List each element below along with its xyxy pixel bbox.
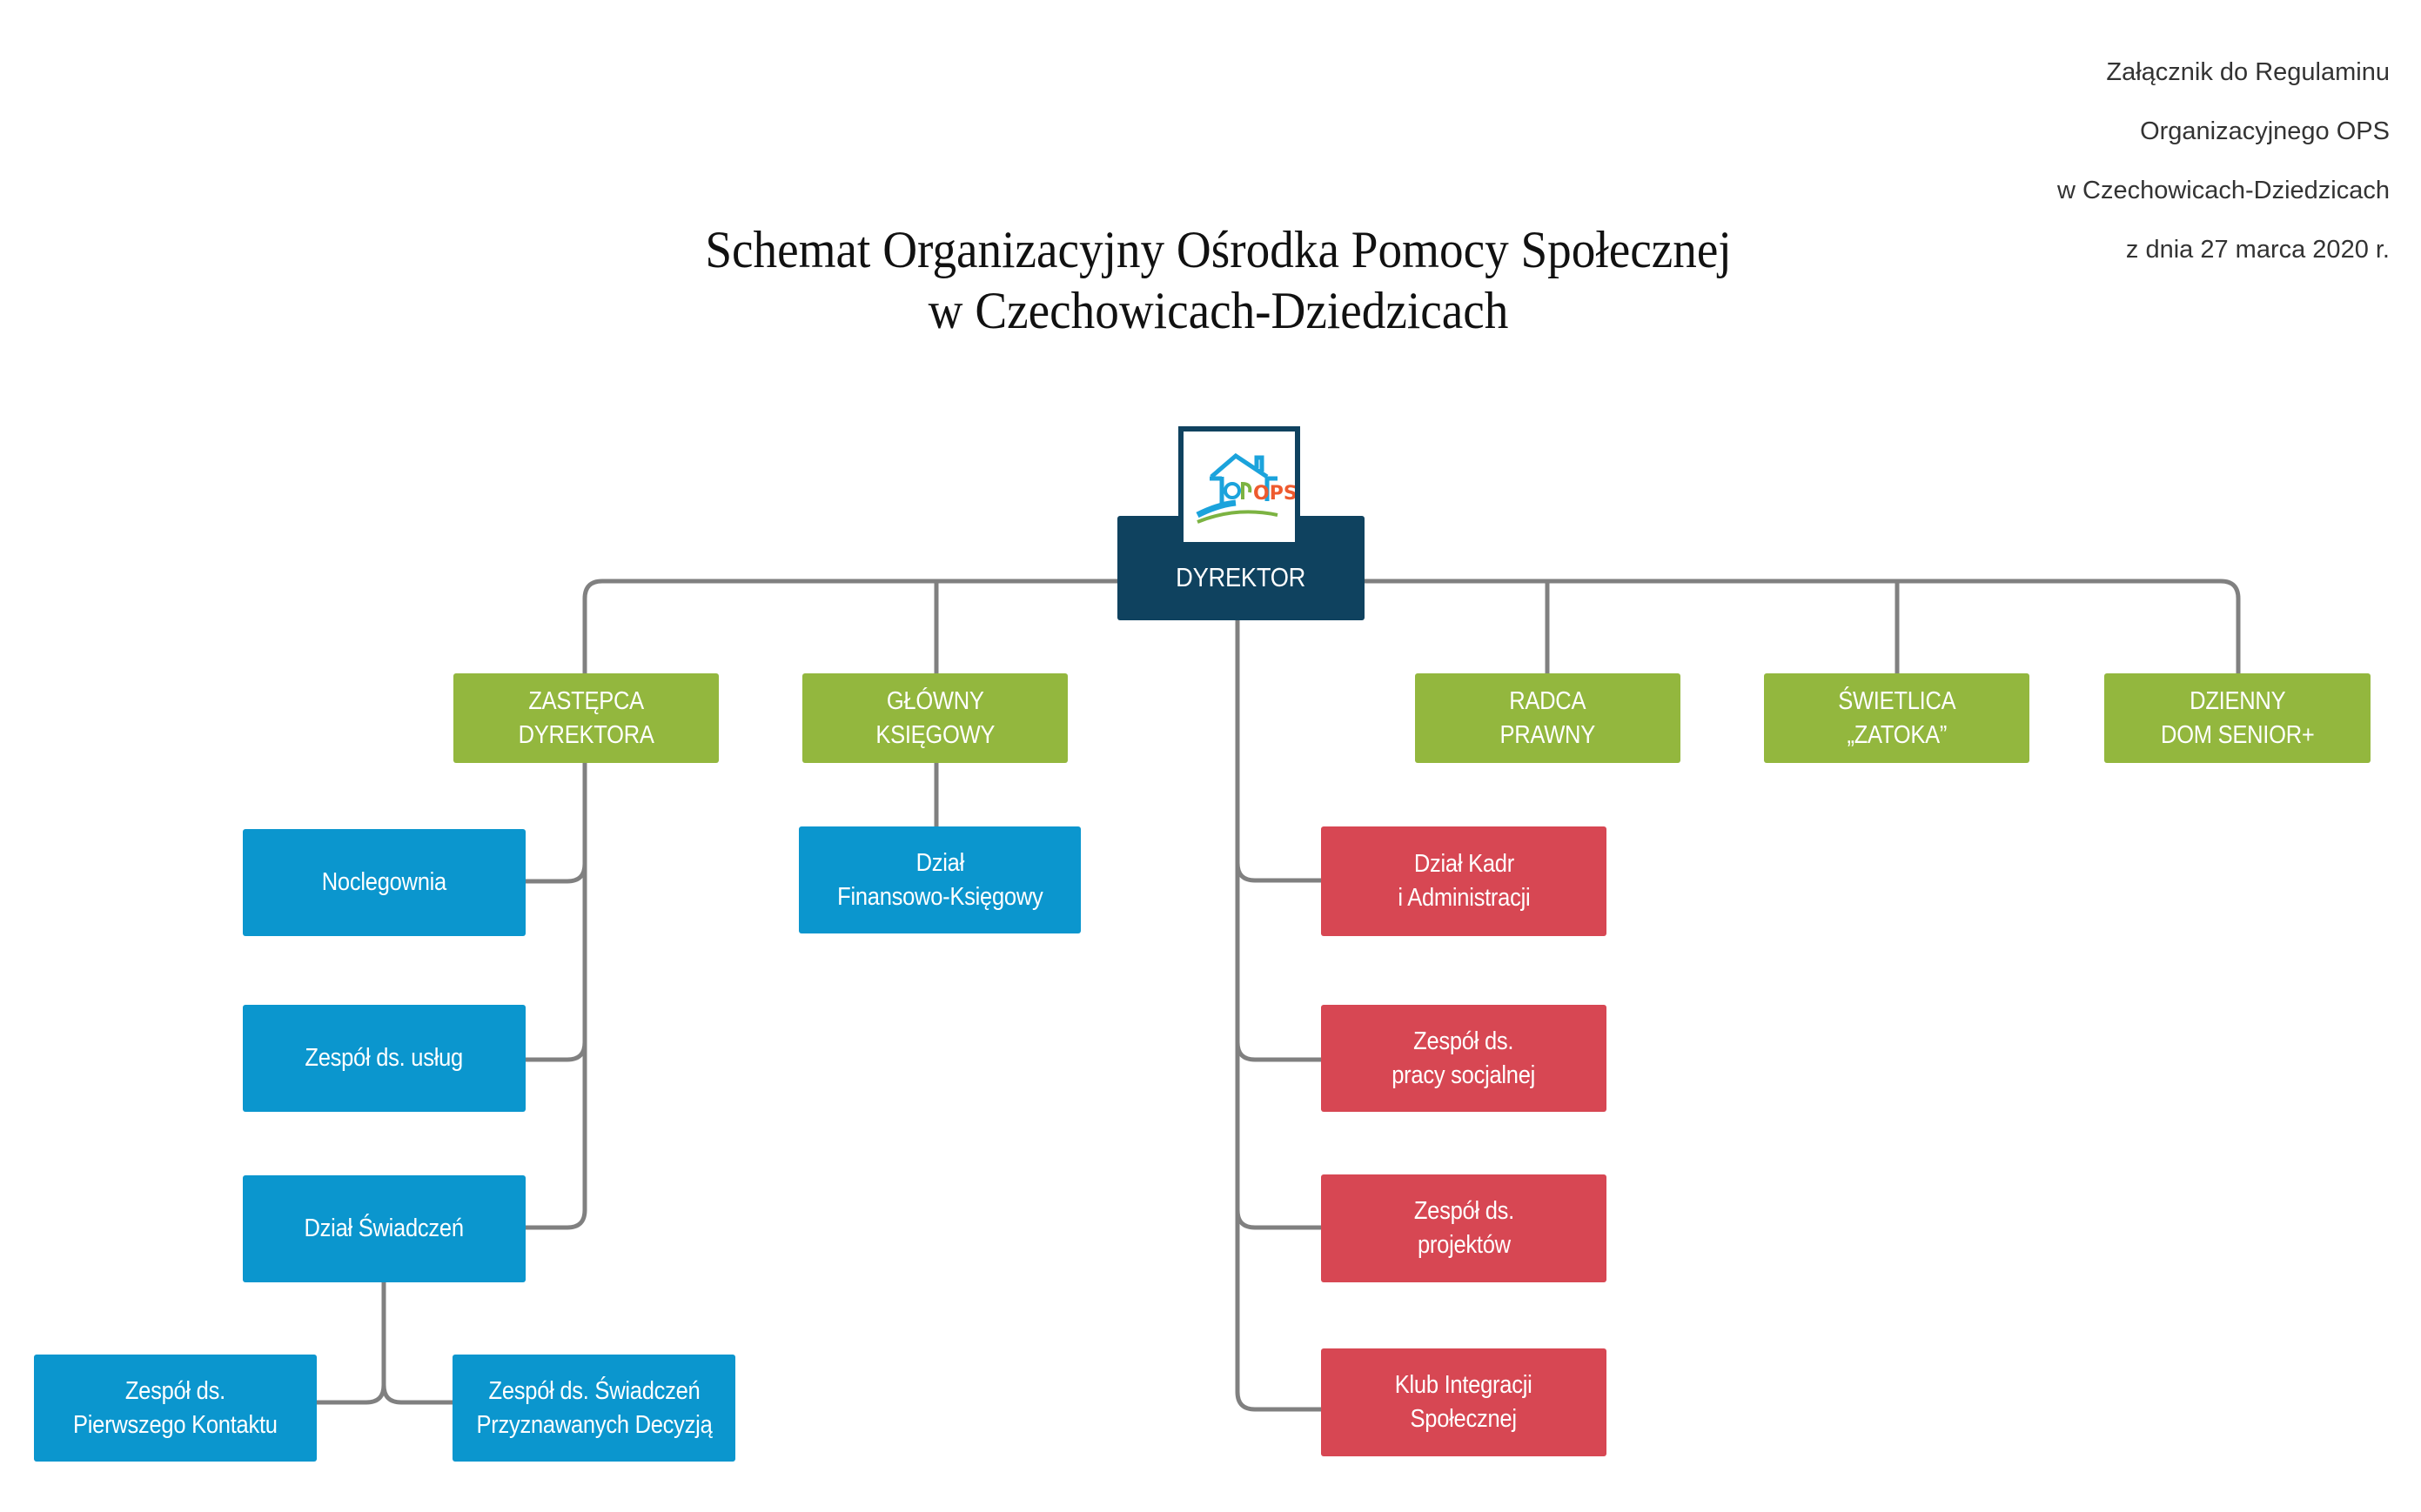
unit-box-zespol-uslug[interactable]: Zespół ds. usług xyxy=(243,1005,526,1112)
annex-note: Załącznik do Regulaminu Organizacyjnego … xyxy=(2057,28,2390,294)
unit-label: Dział Kadr i Administracji xyxy=(1397,850,1531,912)
annex-line: z dnia 27 marca 2020 r. xyxy=(2125,236,2390,264)
unit-box-pierwszego-kontaktu[interactable]: Zespół ds. Pierwszego Kontaktu xyxy=(34,1355,317,1462)
level1-label: DZIENNY DOM SENIOR+ xyxy=(2160,686,2315,749)
chart-title-line-2: w Czechowicach-Dziedzicach xyxy=(928,282,1509,339)
unit-box-noclegownia[interactable]: Noclegownia xyxy=(243,829,526,936)
chart-title: Schemat Organizacyjny Ośrodka Pomocy Spo… xyxy=(97,219,2339,341)
chart-title-line-1: Schemat Organizacyjny Ośrodka Pomocy Spo… xyxy=(705,221,1732,278)
connector-director-trunk xyxy=(1235,620,1321,1412)
unit-box-projekty[interactable]: Zespół ds. projektów xyxy=(1321,1174,1606,1282)
ops-logo-text: OPS xyxy=(1253,483,1295,505)
unit-box-finansowo-ksiegowy[interactable]: Dział Finansowo-Księgowy xyxy=(799,826,1081,933)
connector-pracy xyxy=(1235,1041,1321,1062)
unit-label: Dział Finansowo-Księgowy xyxy=(836,848,1043,911)
level1-box-radca[interactable]: RADCA PRAWNY xyxy=(1415,673,1680,763)
unit-label: Zespół ds. Świadczeń Przyznawanych Decyz… xyxy=(475,1376,713,1439)
unit-box-dzial-swiadczen[interactable]: Dział Świadczeń xyxy=(243,1175,526,1282)
connector-uslug xyxy=(526,1041,587,1062)
unit-label: Zespół ds. pracy socjalnej xyxy=(1392,1027,1536,1089)
unit-label: Dział Świadczeń xyxy=(304,1214,465,1242)
annex-line: Organizacyjnego OPS xyxy=(2140,117,2390,145)
connector-deputy-trunk xyxy=(526,763,587,1230)
unit-label: Klub Integracji Społecznej xyxy=(1395,1371,1532,1433)
connector-noclegownia xyxy=(526,863,587,884)
unit-box-klub-integracji[interactable]: Klub Integracji Społecznej xyxy=(1321,1348,1606,1456)
unit-box-praca-socjalna[interactable]: Zespół ds. pracy socjalnej xyxy=(1321,1005,1606,1112)
director-label: DYREKTOR xyxy=(1176,562,1306,592)
connector-bus-right xyxy=(1359,579,2241,673)
level1-box-swietlica[interactable]: ŚWIETLICA „ZATOKA” xyxy=(1764,673,2029,763)
level1-box-glowny-ksiegowy[interactable]: GŁÓWNY KSIĘGOWY xyxy=(802,673,1068,763)
level1-label: ŚWIETLICA „ZATOKA” xyxy=(1837,686,1956,749)
unit-label: Zespół ds. Pierwszego Kontaktu xyxy=(73,1376,278,1439)
unit-label: Zespół ds. projektów xyxy=(1413,1197,1514,1259)
level1-box-zastepca[interactable]: ZASTĘPCA DYREKTORA xyxy=(453,673,719,763)
unit-box-swiadczen-decyzja[interactable]: Zespół ds. Świadczeń Przyznawanych Decyz… xyxy=(453,1355,735,1462)
level1-box-dom-senior[interactable]: DZIENNY DOM SENIOR+ xyxy=(2104,673,2371,763)
unit-box-kadr[interactable]: Dział Kadr i Administracji xyxy=(1321,826,1606,936)
ops-house-logo-icon: OPS xyxy=(1196,452,1298,524)
unit-label: Noclegownia xyxy=(321,868,447,896)
level1-label: GŁÓWNY KSIĘGOWY xyxy=(875,686,995,749)
annex-line: w Czechowicach-Dziedzicach xyxy=(2057,177,2390,204)
connector-projektow xyxy=(1235,1209,1321,1230)
ops-logo: OPS xyxy=(1178,426,1300,542)
connector-kadr xyxy=(1235,862,1321,883)
level1-label: RADCA PRAWNY xyxy=(1499,686,1596,749)
unit-label: Zespół ds. usług xyxy=(305,1044,464,1072)
connector-benefits-fork xyxy=(317,1282,453,1405)
annex-line: Załącznik do Regulaminu xyxy=(2106,58,2390,86)
level1-label: ZASTĘPCA DYREKTORA xyxy=(518,686,654,749)
connector-bus-left xyxy=(582,579,1117,673)
